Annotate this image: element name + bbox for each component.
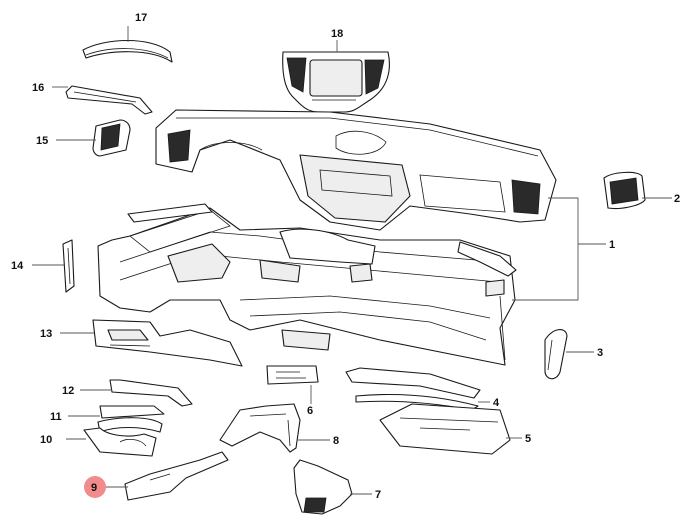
callout-3[interactable]: 3 [597,347,603,359]
callout-15[interactable]: 15 [36,135,48,147]
callout-7[interactable]: 7 [375,489,381,501]
part-17-cover [82,39,173,63]
callout-6[interactable]: 6 [307,405,313,417]
part-7-floor-duct [293,459,353,515]
part-10-console-cover [83,427,157,457]
part-6-bracket [266,365,319,385]
callout-11[interactable]: 11 [50,411,62,423]
part-13-lower-left-panel [92,319,243,367]
part-8-center-support [219,403,301,453]
leader-1-bracket [512,197,579,301]
callout-12[interactable]: 12 [62,385,74,397]
callout-9-highlighted[interactable]: 9 [84,476,106,498]
part-18-center-bezel [282,51,390,113]
part-1-carrier-frame [97,203,517,366]
callout-labels: 17 18 16 15 2 1 14 13 3 12 4 6 11 10 8 5… [11,12,680,501]
callout-13[interactable]: 13 [40,328,52,340]
callout-4[interactable]: 4 [493,397,500,409]
part-1-upper-dash [155,109,557,231]
callout-9[interactable]: 9 [91,482,97,494]
callout-18[interactable]: 18 [331,28,343,40]
callout-5[interactable]: 5 [525,433,531,445]
part-12-trim-piece [109,379,193,407]
part-3-right-end-trim [544,329,568,380]
leader-lines [32,26,672,495]
part-4-trim-strip [345,367,481,411]
part-9-duct [124,451,229,501]
callout-1[interactable]: 1 [609,239,615,251]
callout-10[interactable]: 10 [40,434,52,446]
callout-16[interactable]: 16 [32,82,44,94]
part-5-glove-box [379,403,511,455]
callout-14[interactable]: 14 [11,260,24,272]
callout-17[interactable]: 17 [135,12,147,24]
callout-8[interactable]: 8 [333,435,339,447]
part-11-arched-trim [97,405,165,433]
part-14-left-trim [62,239,75,293]
part-15-left-vent [92,119,131,157]
highlight-circle [84,476,106,498]
part-16-trim-strip [65,85,153,115]
part-2-right-vent [603,171,646,210]
callout-2[interactable]: 2 [674,193,680,205]
